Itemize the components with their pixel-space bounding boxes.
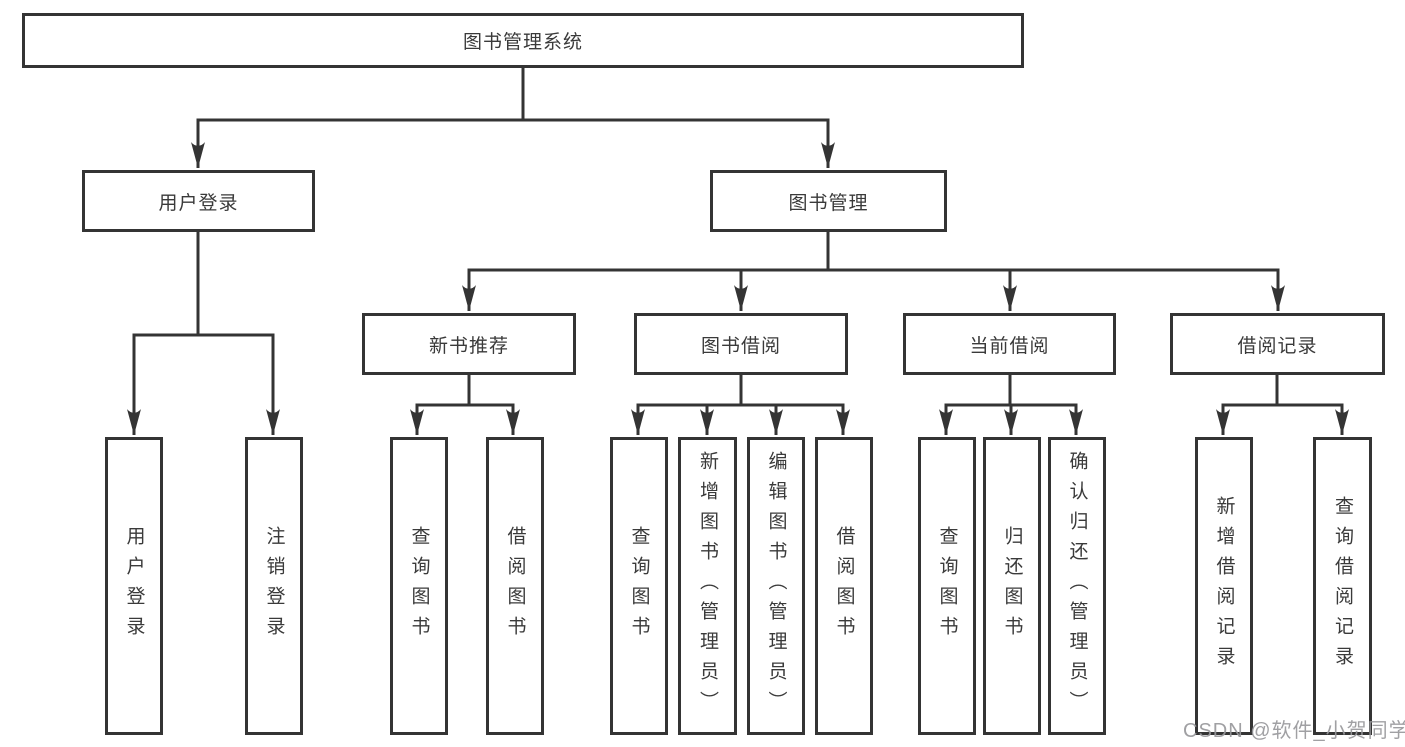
- leaf-query-books-recommend: 查询图书: [390, 437, 448, 735]
- node-library-system: 图书管理系统: [22, 13, 1024, 68]
- node-borrow-records: 借阅记录: [1170, 313, 1385, 375]
- leaf-logout-login: 注销登录: [245, 437, 303, 735]
- leaf-query-borrow-record: 查询借阅记录: [1313, 437, 1372, 735]
- leaf-add-borrow-record: 新增借阅记录: [1195, 437, 1253, 735]
- leaf-confirm-return-admin: 确认归还（管理员）: [1048, 437, 1106, 735]
- leaf-edit-book-admin: 编辑图书（管理员）: [747, 437, 805, 735]
- leaf-return-books: 归还图书: [983, 437, 1041, 735]
- node-current-borrow: 当前借阅: [903, 313, 1116, 375]
- node-new-book-recommend: 新书推荐: [362, 313, 576, 375]
- leaf-add-book-admin: 新增图书（管理员）: [678, 437, 737, 735]
- node-book-borrow: 图书借阅: [634, 313, 848, 375]
- leaf-borrow-books-recommend: 借阅图书: [486, 437, 544, 735]
- node-user-login: 用户登录: [82, 170, 315, 232]
- node-book-management: 图书管理: [710, 170, 947, 232]
- leaf-query-books-current: 查询图书: [918, 437, 976, 735]
- leaf-query-books-borrow: 查询图书: [610, 437, 668, 735]
- csdn-watermark: CSDN @软件_小贺同学: [1183, 720, 1405, 742]
- leaf-borrow-books: 借阅图书: [815, 437, 873, 735]
- leaf-user-login: 用户登录: [105, 437, 163, 735]
